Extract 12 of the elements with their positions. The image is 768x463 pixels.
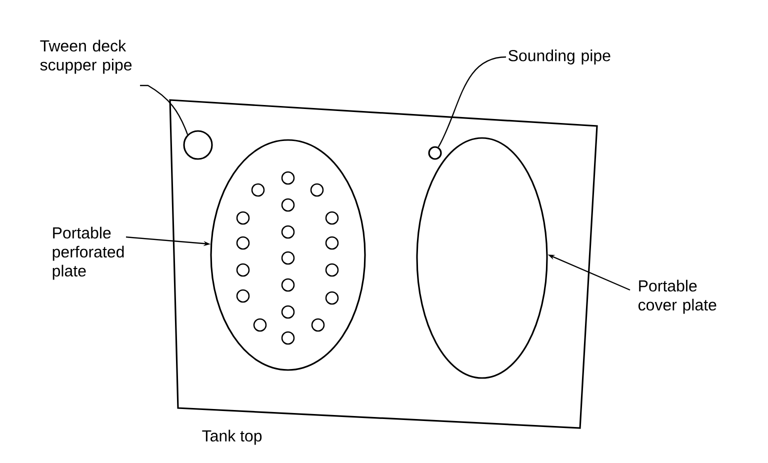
pipe-opening: [183, 130, 213, 160]
callout-label: Portable cover plate: [638, 280, 716, 314]
callout-label: Portable perforated plate: [52, 226, 124, 280]
leader-line: [438, 56, 506, 148]
node-label: Tank top: [202, 430, 262, 445]
plate-outline: [416, 137, 548, 379]
leader-line: [140, 84, 188, 135]
callout-label: Sounding pipe: [508, 50, 610, 64]
plate-outline: [210, 139, 366, 371]
tank-top-plate: Tank top: [169, 99, 598, 445]
pipe-opening: [428, 146, 442, 160]
callout-label: Tween deck scupper pipe: [40, 40, 132, 74]
